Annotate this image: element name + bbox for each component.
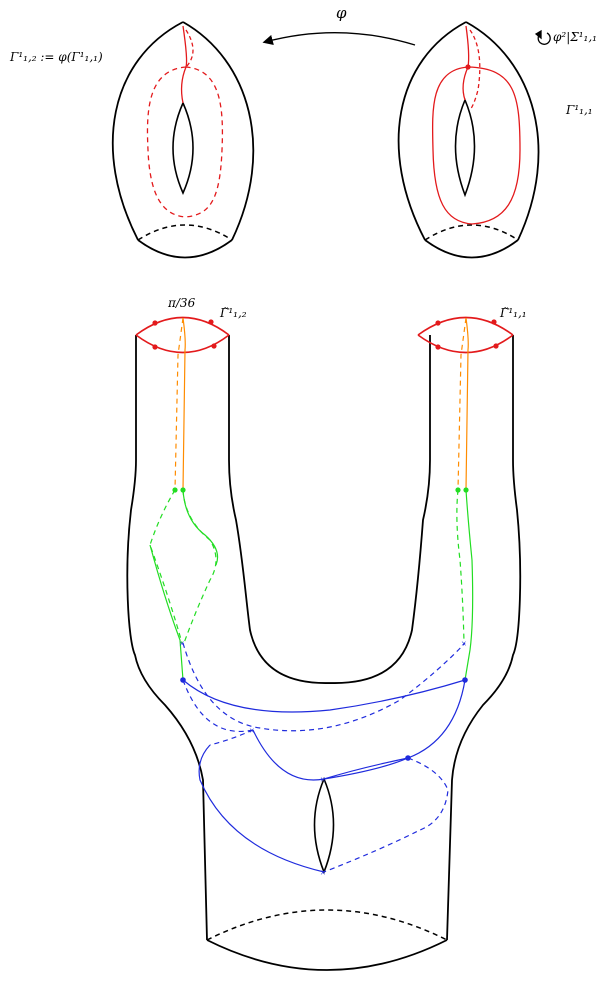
svg-text:×: × [461,639,467,650]
cuff-left-dot-3 [152,344,158,350]
circular-arrow-icon [534,29,551,45]
green-curves [149,487,474,681]
blue-curves: × × × × × [179,639,468,879]
svg-text:×: × [249,726,255,737]
cuff-right-dot-3 [435,344,441,350]
pants-hole [313,776,335,875]
cuff-left-dot-4 [211,343,217,349]
svg-text:×: × [320,775,326,786]
torus-right-hole [454,97,476,198]
torus-right-outline [397,21,540,241]
pants-left-cuff-top [135,316,230,336]
label-gamma12-def: Γ¹₁,₂ := φ(Γ¹₁,₁) [10,50,103,64]
curved-arrow-left-icon [262,32,416,46]
cuff-left-dot-1 [152,320,158,326]
svg-text:×: × [320,868,326,879]
cuff-right-dot-4 [493,343,499,349]
pants-right-outer [446,335,522,941]
label-pi-over-36: π/36 [168,296,196,310]
torus-left-gamma-curve [146,66,224,218]
cuff-right-dot-2 [491,319,497,325]
orange-curves [174,317,469,491]
label-phi-squared: φ²|Σ¹₁,₁ [553,30,597,44]
pants-surface [126,316,522,971]
torus-right-intersection-dot [465,64,471,70]
torus-left-outline [111,21,255,241]
torus-right-bottom-front [424,239,519,259]
torus-right-meridian-dashed [469,29,481,111]
pants-right-cuff-bottom [417,334,514,354]
pants-waist-back [206,909,448,941]
label-gamma11: Γ¹₁,₁ [566,103,593,117]
torus-right-meridian-solid [462,25,470,101]
torus-right [397,21,540,259]
torus-left [111,21,255,259]
cuff-left-dot-2 [208,319,214,325]
pants-inner-arch [228,335,431,684]
label-gamma12-tilde: Γ̃¹₁,₂ [220,306,247,320]
pants-left-cuff-bottom [135,334,230,354]
torus-left-hole [172,101,194,195]
pants-waist-front [206,939,448,971]
cuff-right-dot-1 [435,320,441,326]
torus-left-bottom-front [137,239,233,259]
svg-text:×: × [179,639,185,650]
pants-right-cuff-top [417,316,514,336]
torus-right-gamma-curve [431,66,521,225]
torus-left-bottom-back [137,224,233,241]
pants-left-outer [126,335,208,941]
torus-right-bottom-back [424,224,519,241]
label-gamma11-tilde: Γ̃¹₁,₁ [500,306,527,320]
label-phi: φ [336,4,347,22]
torus-left-meridian-solid [180,25,188,104]
torus-left-meridian-dashed [185,29,194,68]
